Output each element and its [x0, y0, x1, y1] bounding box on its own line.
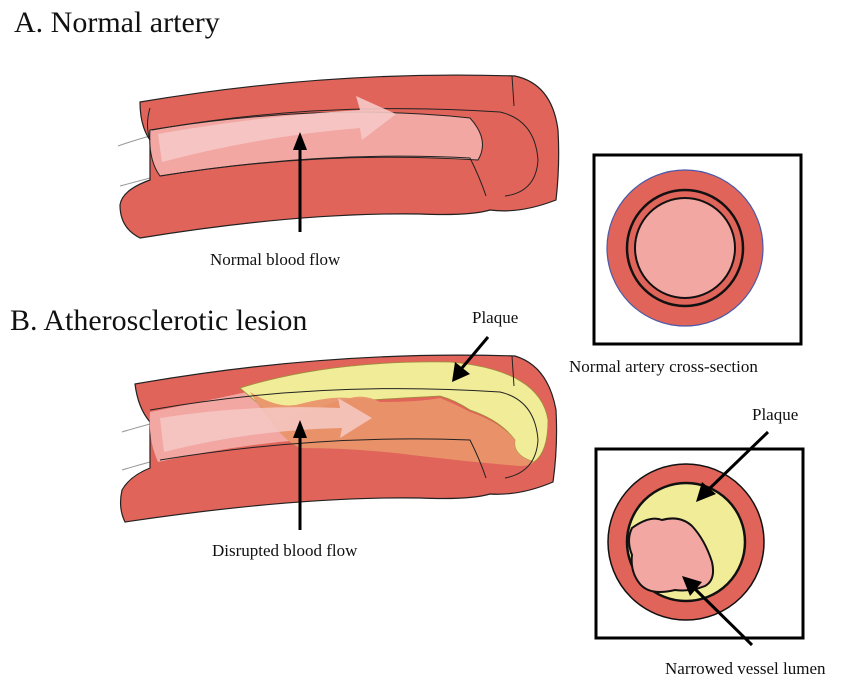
normal-cross-section — [594, 155, 801, 344]
normal-artery-longitudinal — [118, 75, 559, 238]
section-b-title: B. Atherosclerotic lesion — [10, 304, 307, 337]
diseased-cross-section — [596, 449, 803, 638]
plaque-label-longitudinal: Plaque — [472, 308, 518, 327]
narrowed-lumen-label: Narrowed vessel lumen — [665, 659, 826, 678]
tube-line-upper — [118, 136, 150, 146]
section-a-title: A. Normal artery — [14, 6, 220, 39]
plaque-label-cross: Plaque — [752, 405, 798, 424]
normal-flow-label: Normal blood flow — [210, 250, 341, 269]
tube-line-lower-b — [122, 462, 150, 470]
cross-lumen-normal — [635, 198, 735, 298]
disrupted-flow-label: Disrupted blood flow — [212, 541, 358, 560]
normal-cross-section-label: Normal artery cross-section — [569, 357, 758, 376]
tube-line-upper-b — [122, 424, 150, 432]
diseased-artery-longitudinal — [121, 355, 557, 522]
